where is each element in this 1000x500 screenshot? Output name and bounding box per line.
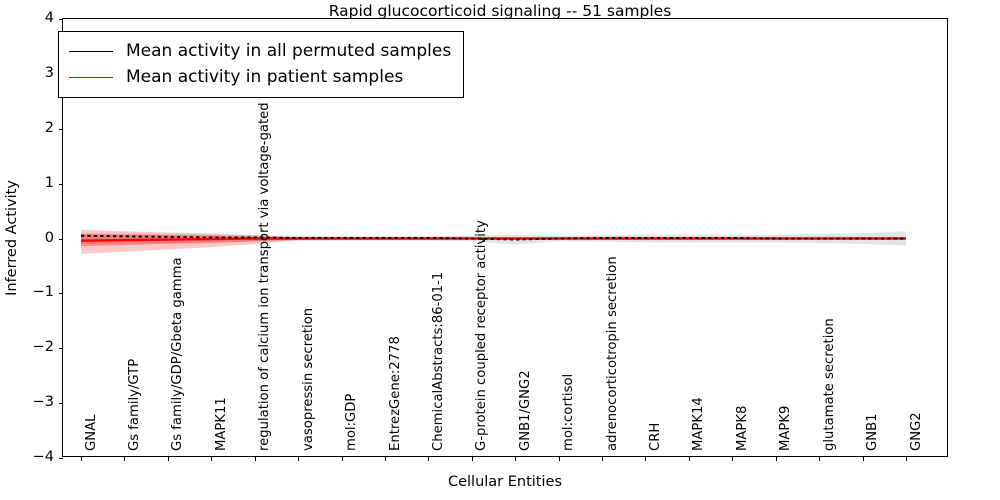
x-tick-label: GNB1/GNG2 [517, 370, 533, 451]
y-tick-label: −4 [32, 449, 54, 465]
y-tick-label: 2 [44, 119, 54, 136]
x-tick-label: GNG2 [908, 412, 924, 451]
x-tick-mark [558, 456, 560, 461]
y-tick-mark [58, 348, 63, 350]
x-tick-mark [124, 456, 126, 461]
x-tick-label: Gs family/GDP/Gbeta gamma [170, 257, 186, 451]
x-tick-label: adrenocorticotropin secretion [604, 256, 620, 451]
x-tick-mark [515, 456, 517, 461]
x-tick-label: Gs family/GTP [127, 358, 143, 451]
x-tick-label: CRH [648, 422, 664, 451]
y-tick-mark [58, 403, 63, 405]
x-tick-mark [81, 456, 82, 461]
x-tick-mark [862, 456, 864, 461]
x-tick-mark [167, 456, 169, 461]
x-tick-mark [645, 456, 647, 461]
x-tick-mark [384, 456, 386, 461]
y-tick-label: −2 [32, 339, 54, 356]
y-tick-label: 3 [44, 64, 54, 81]
x-tick-label: regulation of calcium ion transport via … [257, 45, 273, 451]
x-tick-label: MAPK9 [778, 405, 794, 451]
plot-area [58, 18, 948, 461]
x-tick-mark [819, 456, 821, 461]
y-tick-mark [58, 238, 63, 240]
x-tick-mark [254, 456, 256, 461]
y-tick-mark [58, 293, 63, 295]
x-tick-label: glutamate secretion [821, 318, 837, 451]
x-tick-label: ChemicalAbstracts:86-01-1 [430, 271, 446, 451]
x-tick-mark [602, 456, 604, 461]
y-tick-label: 0 [44, 229, 54, 246]
legend-item-patient[interactable]: Mean activity in patient samples [69, 64, 451, 90]
x-tick-label: GNAL [83, 414, 99, 451]
x-tick-mark [732, 456, 734, 461]
y-tick-label: 4 [44, 10, 54, 26]
x-tick-label: MAPK8 [734, 405, 750, 451]
x-tick-mark [688, 456, 690, 461]
x-tick-label: mol:cortisol [561, 373, 577, 451]
legend-item-permuted[interactable]: Mean activity in all permuted samples [69, 38, 451, 64]
x-tick-mark [471, 456, 473, 461]
x-tick-label: MAPK11 [213, 397, 229, 451]
plot-svg [80, 229, 906, 254]
patient-confidence-band-inner [81, 234, 906, 247]
x-tick-mark [211, 456, 213, 461]
chart-legend: Mean activity in all permuted samples Me… [58, 31, 465, 98]
x-tick-label: EntrezGene:2778 [387, 336, 403, 451]
legend-label-permuted: Mean activity in all permuted samples [126, 41, 452, 61]
x-tick-label: GNB1 [865, 413, 881, 451]
x-tick-label: MAPK14 [691, 397, 707, 451]
x-tick-label: vasopressin secretion [300, 307, 316, 451]
x-tick-mark [428, 456, 430, 461]
chart-title: Rapid glucocorticoid signaling -- 51 sam… [328, 2, 672, 20]
y-tick-mark [58, 19, 63, 20]
patient-confidence-band-outer [81, 229, 906, 254]
legend-line-swatch-red [69, 76, 113, 78]
x-axis-label: Cellular Entities [447, 474, 563, 490]
plot-clip-region [63, 19, 947, 456]
x-tick-mark [775, 456, 777, 461]
y-tick-label: −1 [32, 284, 54, 301]
legend-line-swatch-black [69, 50, 113, 52]
y-tick-mark [58, 458, 63, 459]
y-tick-label: −3 [32, 394, 54, 411]
y-tick-mark [58, 183, 63, 185]
x-tick-label: mol:GDP [344, 393, 360, 451]
legend-label-patient: Mean activity in patient samples [126, 67, 404, 87]
y-tick-label: 1 [44, 174, 54, 191]
x-tick-mark [298, 456, 300, 461]
y-tick-mark [58, 128, 63, 130]
x-tick-mark [906, 456, 907, 461]
x-tick-label: G-protein coupled receptor activity [474, 220, 490, 451]
permuted-mean-line [80, 234, 906, 241]
x-tick-mark [341, 456, 343, 461]
